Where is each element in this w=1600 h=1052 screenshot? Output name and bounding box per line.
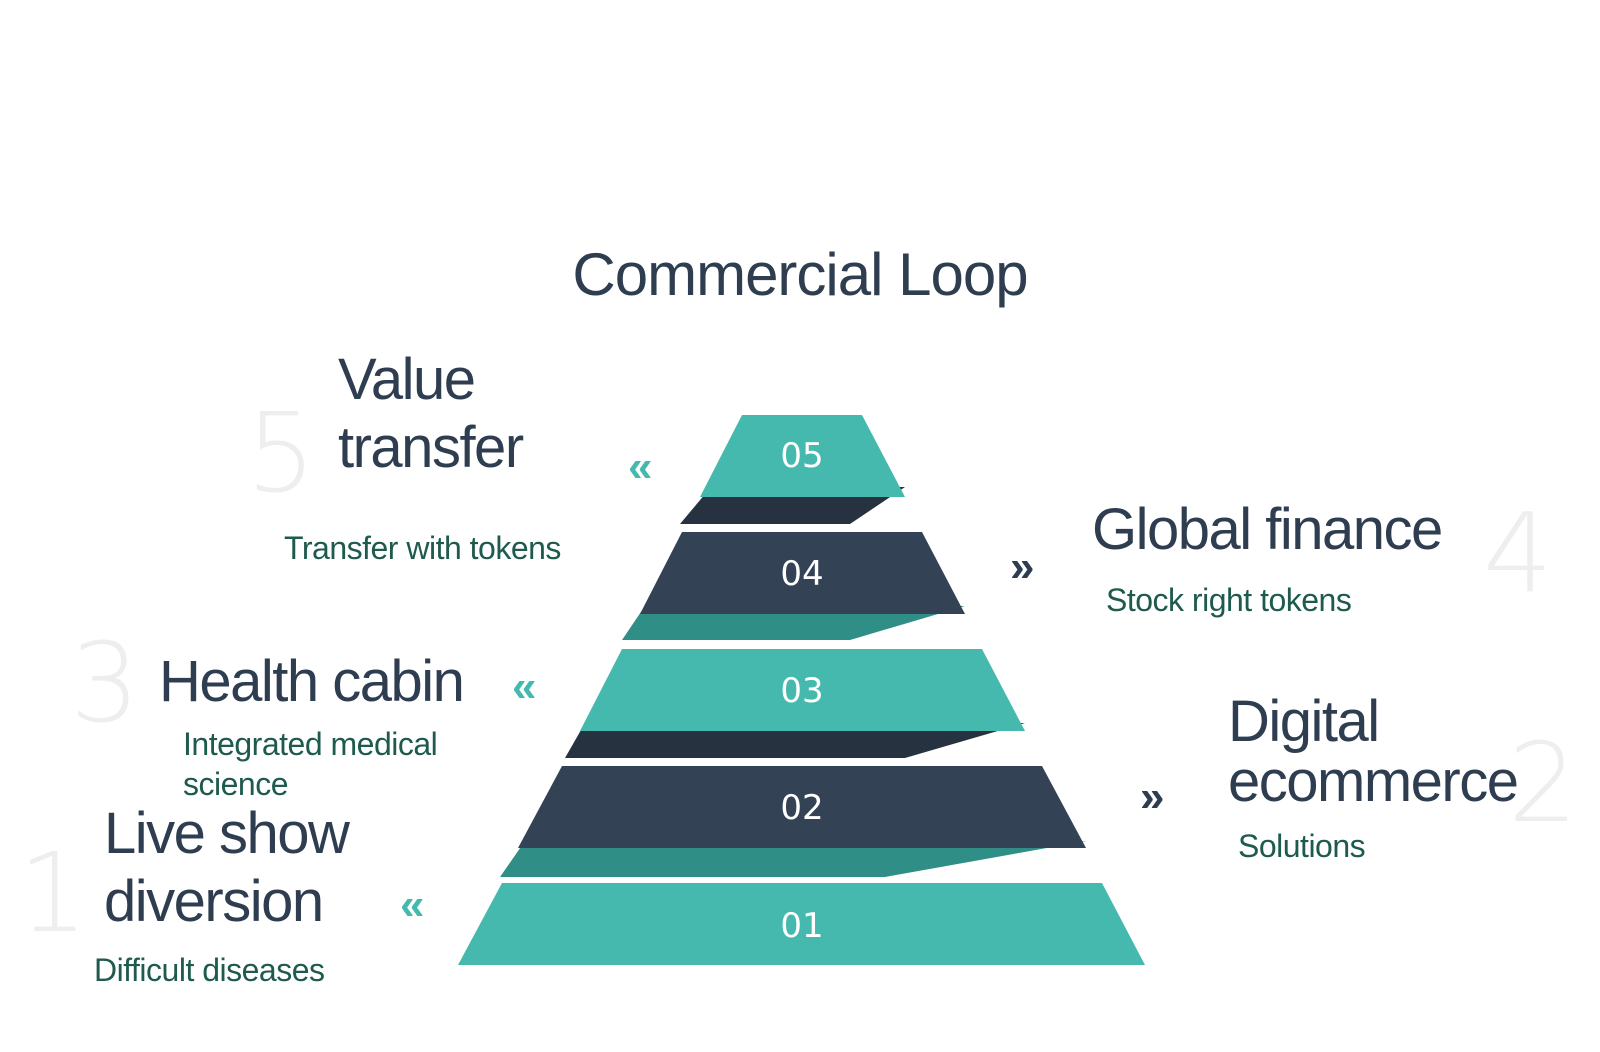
item-number-1: 1	[18, 829, 88, 957]
item-subtitle-3-line2: science	[183, 766, 289, 802]
item-number-3: 3	[70, 619, 140, 747]
item-number-4: 4	[1483, 489, 1553, 617]
item-heading-1-line1: Live show	[104, 801, 350, 866]
pyramid-connector-04-03	[622, 606, 965, 640]
item-heading-1-line2: diversion	[104, 869, 324, 934]
item-heading-5-line2: transfer	[338, 415, 524, 480]
pyramid-level-05	[700, 415, 905, 497]
item-heading-3: Health cabin	[159, 649, 465, 714]
chevron-left-icon-1: «	[400, 880, 425, 929]
pyramid-level-02	[518, 766, 1086, 848]
pyramid-level-03	[580, 649, 1025, 731]
chevron-left-icon-3: «	[512, 662, 537, 711]
item-heading-5-line1: Value	[338, 347, 476, 412]
pyramid-label-04: 04	[780, 554, 823, 594]
pyramid-level-01	[458, 883, 1145, 965]
item-number-5: 5	[246, 389, 316, 517]
pyramid-label-03: 03	[780, 671, 823, 711]
item-heading-2-line1: Digital	[1228, 689, 1380, 754]
item-subtitle-4: Stock right tokens	[1106, 582, 1352, 618]
item-subtitle-2: Solutions	[1238, 828, 1366, 864]
chevron-right-icon-2: »	[1140, 772, 1165, 821]
pyramid-label-05: 05	[780, 436, 823, 476]
pyramid-level-04	[640, 532, 965, 614]
pyramid-connector-03-02	[565, 723, 1025, 758]
pyramid-label-02: 02	[780, 788, 823, 828]
chevron-right-icon-4: »	[1010, 542, 1035, 591]
item-heading-2-line2: ecommerce	[1228, 749, 1519, 814]
item-number-2: 2	[1508, 719, 1578, 847]
item-heading-4: Global finance	[1092, 497, 1443, 562]
item-subtitle-5: Transfer with tokens	[284, 530, 561, 566]
item-subtitle-3-line1: Integrated medical	[183, 726, 438, 762]
chevron-left-icon-5: «	[628, 442, 653, 491]
pyramid-label-01: 01	[780, 906, 823, 946]
diagram-title: Commercial Loop	[572, 241, 1028, 308]
item-subtitle-1: Difficult diseases	[94, 952, 325, 988]
pyramid-connector-02-01	[500, 841, 1086, 877]
